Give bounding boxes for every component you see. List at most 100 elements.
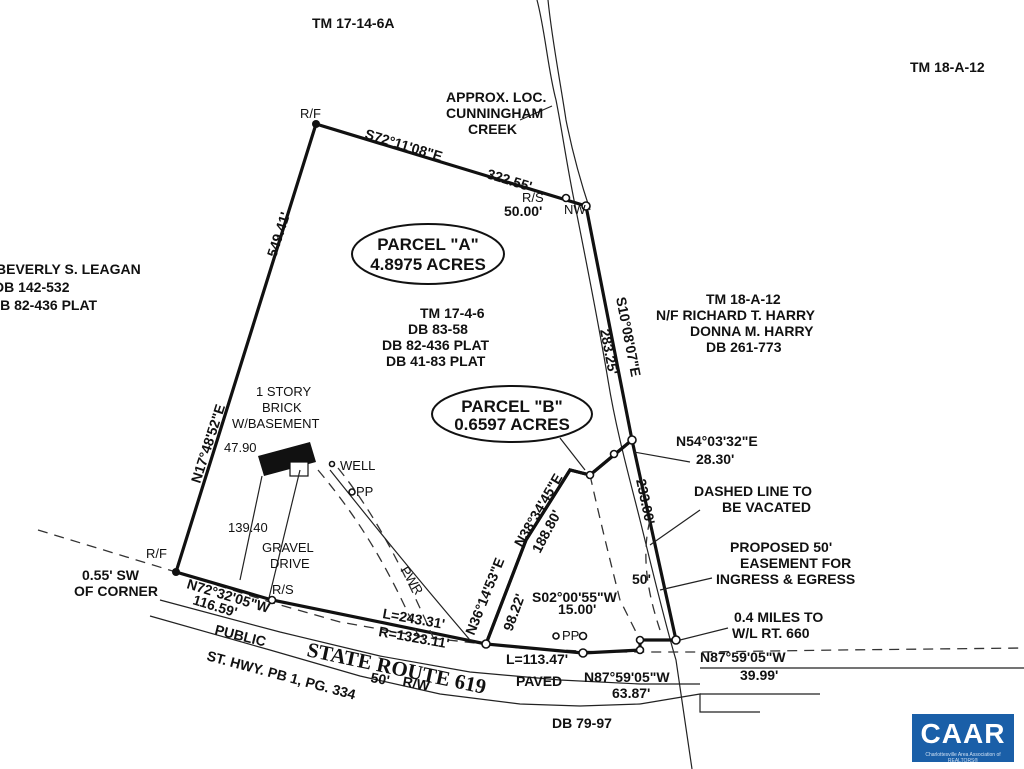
east-owner1-label: N/F RICHARD T. HARRY [656, 307, 816, 323]
bearing-n87b-dist: 39.99' [740, 667, 778, 683]
parcel-a-name: PARCEL "A" [377, 235, 478, 254]
creek-line [536, 0, 693, 769]
note-dashed-2: BE VACATED [722, 499, 811, 515]
creek-line-2 [547, 0, 591, 211]
pp1-label: PP [356, 484, 373, 499]
pin-rs [561, 193, 571, 203]
bearing-north-small: 50.00' [504, 203, 542, 219]
leader-bearing [633, 451, 691, 463]
house-line3: W/BASEMENT [232, 416, 319, 431]
west-plat-label: DB 82-436 PLAT [0, 297, 98, 313]
rs-drive-label: R/S [272, 582, 294, 597]
bearing-west-dist: 549.41' [264, 210, 293, 259]
pin-e3 [585, 470, 595, 480]
pin-top [312, 120, 320, 128]
note-easement-3: INGRESS & EGRESS [716, 571, 855, 587]
bearing-se-dist: 28.30' [696, 451, 734, 467]
house-line2: BRICK [262, 400, 302, 415]
parcel-b-area: 0.6597 ACRES [454, 415, 570, 434]
power-line [329, 469, 471, 641]
parcel-a-db1: DB 83-58 [408, 321, 468, 337]
pin-well [328, 460, 336, 468]
well-label: WELL [340, 458, 375, 473]
bearing-n87a-dist: 63.87' [612, 685, 650, 701]
easement-width: 50' [632, 571, 651, 587]
house-footprint [258, 442, 316, 476]
east-tm-label: TM 18-A-12 [706, 291, 781, 307]
road-rw-width: 50' [369, 669, 390, 688]
easement-dashed [589, 474, 641, 641]
house-lines [239, 469, 301, 603]
sw-note-1: 0.55' SW [82, 567, 140, 583]
sw-note-2: OF CORNER [74, 583, 158, 599]
gravel-drive-dashed-2 [337, 467, 437, 645]
road-edge-5 [639, 693, 760, 713]
pin-s2 [481, 639, 491, 649]
pin-s1 [267, 595, 277, 605]
east-db-label: DB 261-773 [706, 339, 782, 355]
leader-miles [679, 627, 729, 641]
parcel-a-db3: DB 41-83 PLAT [386, 353, 486, 369]
rs-ne-label: R/S [522, 190, 544, 205]
bearing-se: N54°03'32"E [676, 433, 758, 449]
caar-logo-subtext: Charlottesville Area Association of REAL… [925, 752, 1001, 764]
leader-easement [659, 577, 713, 591]
pin-e2 [609, 449, 619, 459]
bearing-north: S72°11'08"E [363, 126, 444, 165]
note-miles-1: 0.4 MILES TO [734, 609, 823, 625]
pin-s7 [671, 635, 681, 645]
west-owner-label: BEVERLY S. LEAGAN [0, 261, 141, 277]
south-db-label: DB 79-97 [552, 715, 612, 731]
caar-logo-text: CAAR [920, 718, 1006, 749]
note-easement-1: PROPOSED 50' [730, 539, 832, 555]
caar-logo: CAAR Charlottesville Area Association of… [912, 714, 1014, 764]
leader-parcel-b [559, 437, 586, 471]
pin-pp1 [348, 488, 356, 496]
curve-l2: L=113.47' [506, 651, 568, 667]
rf-top-label: R/F [300, 106, 321, 121]
bearing-n87a: N87°59'05"W [584, 669, 670, 685]
bearing-s02: S02°00'55"W [532, 589, 618, 605]
note-dashed-1: DASHED LINE TO [694, 483, 812, 499]
west-db-label: DB 142-532 [0, 279, 70, 295]
road-edge-2 [149, 615, 641, 707]
gravel-drive-dashed [317, 469, 421, 641]
pin-nw [581, 201, 591, 211]
parcel-a-tm: TM 17-4-6 [420, 305, 485, 321]
pp2-label: PP [562, 628, 579, 643]
parcel-b-boundary [483, 437, 678, 655]
bearing-north-dist: 322.55' [485, 166, 534, 195]
parcel-b-name: PARCEL "B" [461, 397, 562, 416]
pwr-label: PWR [397, 564, 426, 598]
tm-northeast-label: TM 18-A-12 [910, 59, 985, 75]
house-line1: 1 STORY [256, 384, 311, 399]
house-dim: 47.90 [224, 440, 257, 455]
bearing-s02-dist: 15.00' [558, 601, 596, 617]
note-easement-2: EASEMENT FOR [740, 555, 851, 571]
parcel-b-ellipse [431, 385, 593, 443]
nw-label: NW [564, 202, 586, 217]
creek-line3: CREEK [468, 121, 517, 137]
bearing-east2-dist: 233.00' [633, 477, 658, 525]
pin-s3 [578, 648, 588, 658]
pin-s4 [578, 631, 588, 641]
leader-dashed [649, 509, 701, 546]
pin-sw [172, 568, 180, 576]
road-edge-1 [159, 599, 700, 685]
creek-line2: CUNNINGHAM [446, 105, 543, 121]
pin-east [627, 435, 637, 445]
rf-sw-label: R/F [146, 546, 167, 561]
parcel-a-area: 4.8975 ACRES [370, 255, 486, 274]
pin-s5 [635, 635, 645, 645]
creek-line1: APPROX. LOC. [446, 89, 546, 105]
east-owner2-label: DONNA M. HARRY [690, 323, 814, 339]
parcel-a-db2: DB 82-436 PLAT [382, 337, 490, 353]
leader-creek [519, 105, 553, 121]
pin-pp2 [552, 632, 560, 640]
easement-dashed-2 [645, 519, 661, 631]
tm-north-label: TM 17-14-6A [312, 15, 394, 31]
bearing-n87b: N87°59'05"W [700, 649, 786, 665]
road-public: PUBLIC [213, 621, 267, 649]
pin-s6 [635, 645, 645, 655]
